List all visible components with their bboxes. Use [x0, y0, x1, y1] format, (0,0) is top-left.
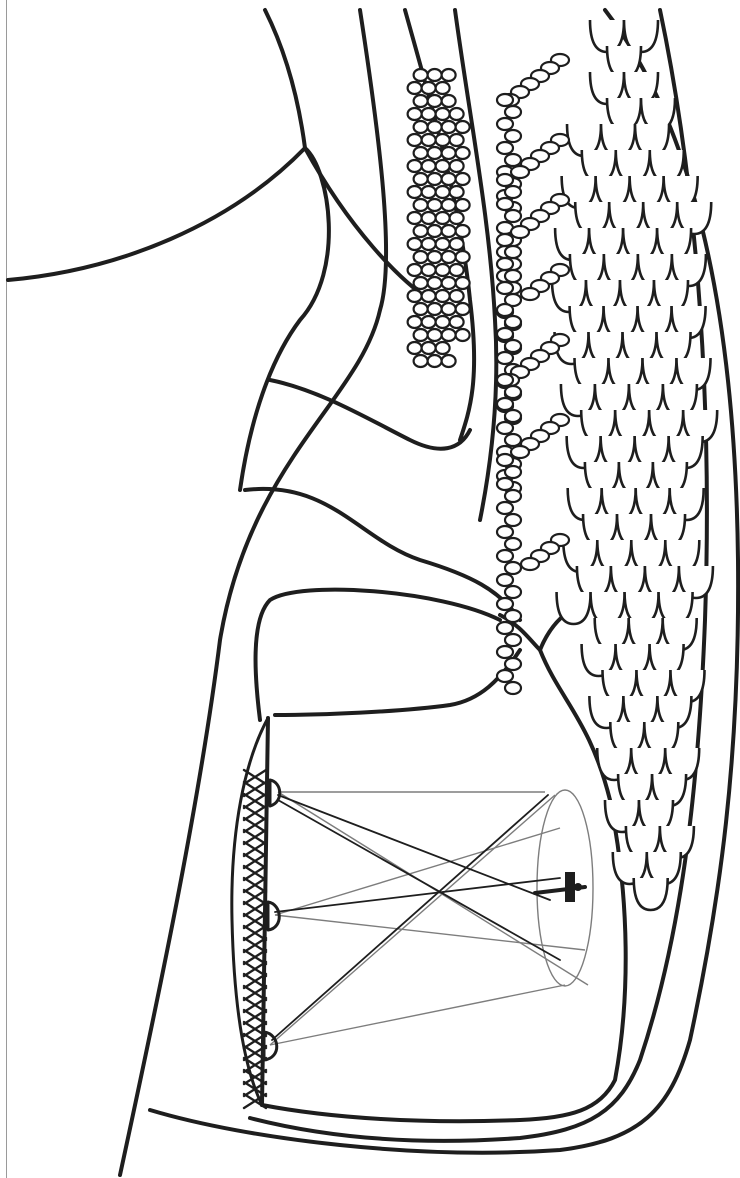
light-cone	[270, 790, 593, 1045]
scale-texture-band	[552, 20, 717, 910]
